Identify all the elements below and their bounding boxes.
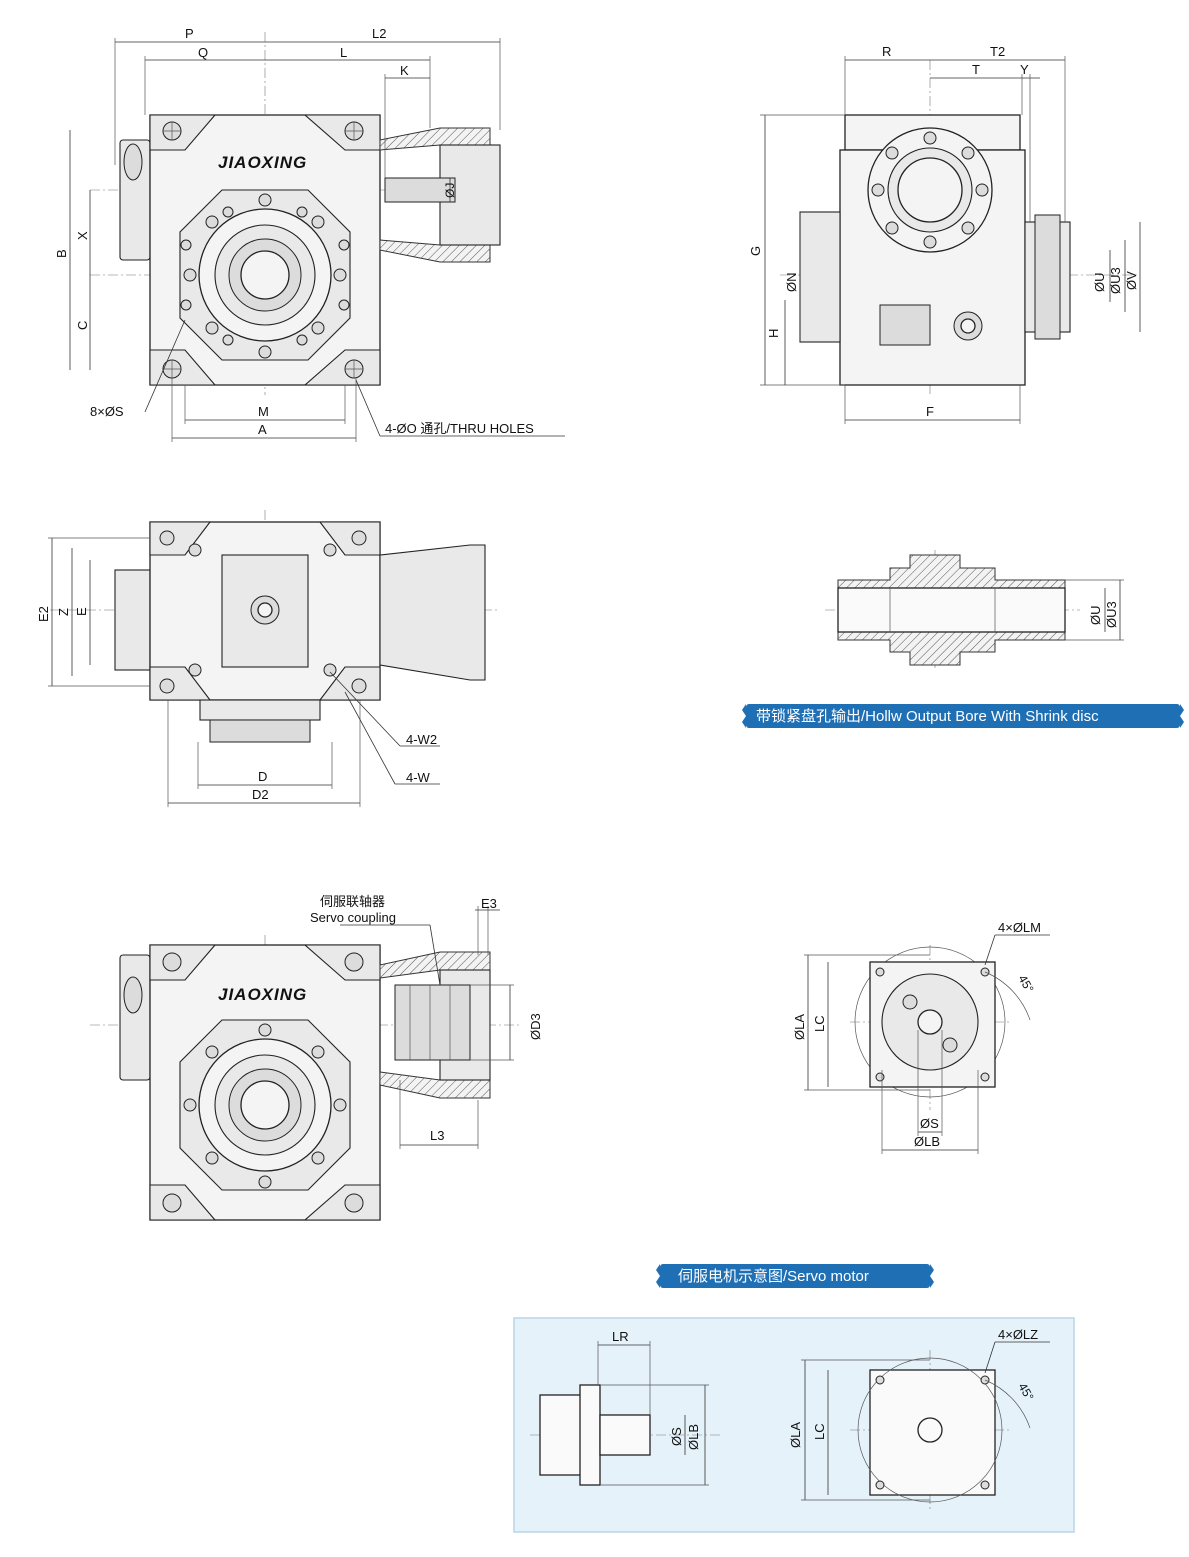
dim-4W: 4-W (406, 770, 431, 785)
dim-Q: Q (198, 45, 208, 60)
servo-motor-panel: LR ØS ØLB ØLA LC 4×ØLZ 45° (513, 1317, 1075, 1533)
dim-E: E (74, 607, 89, 616)
dim-4W2: 4-W2 (406, 732, 437, 747)
dim-V: ØV (1124, 271, 1139, 290)
dim-B: B (54, 249, 69, 258)
dim-LC-2: LC (812, 1423, 827, 1440)
coupling-dimensions (340, 906, 514, 1149)
dim-Y: Y (1020, 62, 1029, 77)
side-dimensions (760, 56, 1141, 424)
dim-A: A (258, 422, 267, 437)
coupling-label-en: Servo coupling (310, 910, 396, 925)
dim-X: X (75, 231, 90, 240)
front-dimensions (69, 38, 565, 442)
dim-4LM: 4×ØLM (998, 920, 1041, 935)
dim-R: R (882, 44, 891, 59)
dim-U3: ØU3 (1108, 267, 1123, 294)
servo-front-dimensions (801, 1341, 1050, 1501)
shrink-disc-banner: 带锁紧盘孔输出/Hollw Output Bore With Shrink di… (742, 704, 1184, 728)
dim-J: ØJ (443, 183, 457, 198)
dim-D: D (258, 769, 267, 784)
dim-E2: E2 (36, 606, 51, 622)
brand-logo: JIAOXING (218, 153, 307, 172)
dim-LA-2: ØLA (788, 1422, 803, 1448)
dim-K: K (400, 63, 409, 78)
dim-M: M (258, 404, 269, 419)
dim-T: T (972, 62, 980, 77)
motor-flange-dimensions (804, 934, 1050, 1154)
servo-motor-banner-label: 伺服电机示意图/Servo motor (678, 1267, 869, 1285)
dim-T2: T2 (990, 44, 1005, 59)
coupling-label-cn: 伺服联轴器 (320, 894, 385, 909)
dim-U: ØU (1092, 273, 1107, 293)
dim-LB-1: ØLB (914, 1134, 940, 1149)
dim-8S: 8×ØS (90, 404, 124, 419)
dim-G: G (748, 246, 763, 256)
brand-logo-2: JIAOXING (218, 985, 307, 1004)
dim-H: H (766, 329, 781, 338)
dim-L2: L2 (372, 26, 386, 41)
dim-D2: D2 (252, 787, 269, 802)
shrink-disc-banner-label: 带锁紧盘孔输出/Hollw Output Bore With Shrink di… (756, 707, 1099, 725)
hollow-bore-section: ØU ØU3 (825, 550, 1124, 670)
sec-dim-U: ØU (1088, 606, 1103, 626)
top-view: E2 Z E 4-W2 4-W D D2 (36, 510, 500, 807)
dim-LC-1: LC (812, 1015, 827, 1032)
dim-S-1: ØS (920, 1116, 939, 1131)
dim-L: L (340, 45, 347, 60)
thru-holes-note: 4-ØO 通孔/THRU HOLES (385, 421, 534, 436)
dim-C: C (75, 321, 90, 330)
sec-dim-U3: ØU3 (1104, 601, 1119, 628)
dim-LA-1: ØLA (792, 1014, 807, 1040)
dim-LR: LR (612, 1329, 629, 1344)
dim-P: P (185, 26, 194, 41)
dim-E3: E3 (481, 896, 497, 911)
dim-D3: ØD3 (528, 1013, 543, 1040)
angle-45-a: 45° (1015, 973, 1036, 996)
front-view: JIAOXING (54, 26, 565, 442)
dim-LB-2: ØLB (686, 1424, 701, 1450)
dim-L3: L3 (430, 1128, 444, 1143)
servo-motor-banner: 伺服电机示意图/Servo motor (656, 1264, 934, 1288)
dim-F: F (926, 404, 934, 419)
top-dimensions (48, 537, 440, 807)
side-view: R T2 T Y G ØN H ØU ØU3 ØV F (748, 44, 1141, 424)
dim-4LZ: 4×ØLZ (998, 1327, 1038, 1342)
dim-N: ØN (784, 273, 799, 293)
motor-flange-view: 4×ØLM 45° ØLA LC ØS ØLB (792, 920, 1050, 1154)
dim-Z: Z (56, 608, 71, 616)
dim-S-2: ØS (669, 1427, 684, 1446)
servo-side-dimensions (597, 1341, 709, 1486)
servo-coupling-view: JIAOXING (90, 894, 543, 1221)
